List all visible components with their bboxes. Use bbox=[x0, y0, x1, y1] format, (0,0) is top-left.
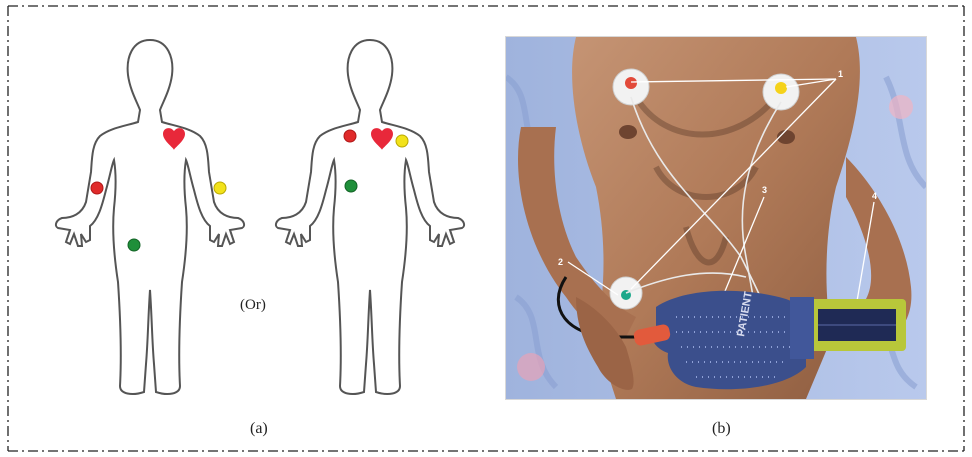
body-outline-right bbox=[276, 40, 464, 394]
panel-b-photo: PATIENT 1 2 3 4 bbox=[505, 36, 927, 400]
sheet-flower bbox=[889, 95, 913, 119]
electrode-snap-yellow bbox=[775, 82, 787, 94]
caption-a: (a) bbox=[250, 420, 268, 438]
electrode-red-right-chest bbox=[344, 130, 356, 142]
callout-3: 3 bbox=[762, 185, 767, 195]
glove-sleeve bbox=[790, 297, 814, 359]
electrode-snap-red bbox=[625, 77, 637, 89]
electrode-yellow-left-arm bbox=[214, 182, 226, 194]
electrode-red-right-arm bbox=[91, 182, 103, 194]
nipple bbox=[619, 125, 637, 139]
callout-1: 1 bbox=[838, 69, 843, 79]
or-separator: (Or) bbox=[240, 297, 266, 314]
electrode-yellow-left-chest bbox=[396, 135, 408, 147]
panel-a-body-diagrams bbox=[40, 20, 480, 410]
electrode-green-abdomen bbox=[345, 180, 357, 192]
caption-b: (b) bbox=[712, 420, 731, 438]
electrode-green-left-leg bbox=[128, 239, 140, 251]
callout-4: 4 bbox=[872, 191, 877, 201]
body-outline-left bbox=[56, 40, 244, 394]
glove bbox=[652, 291, 806, 389]
callout-2: 2 bbox=[558, 257, 563, 267]
sheet-flower bbox=[517, 353, 545, 381]
